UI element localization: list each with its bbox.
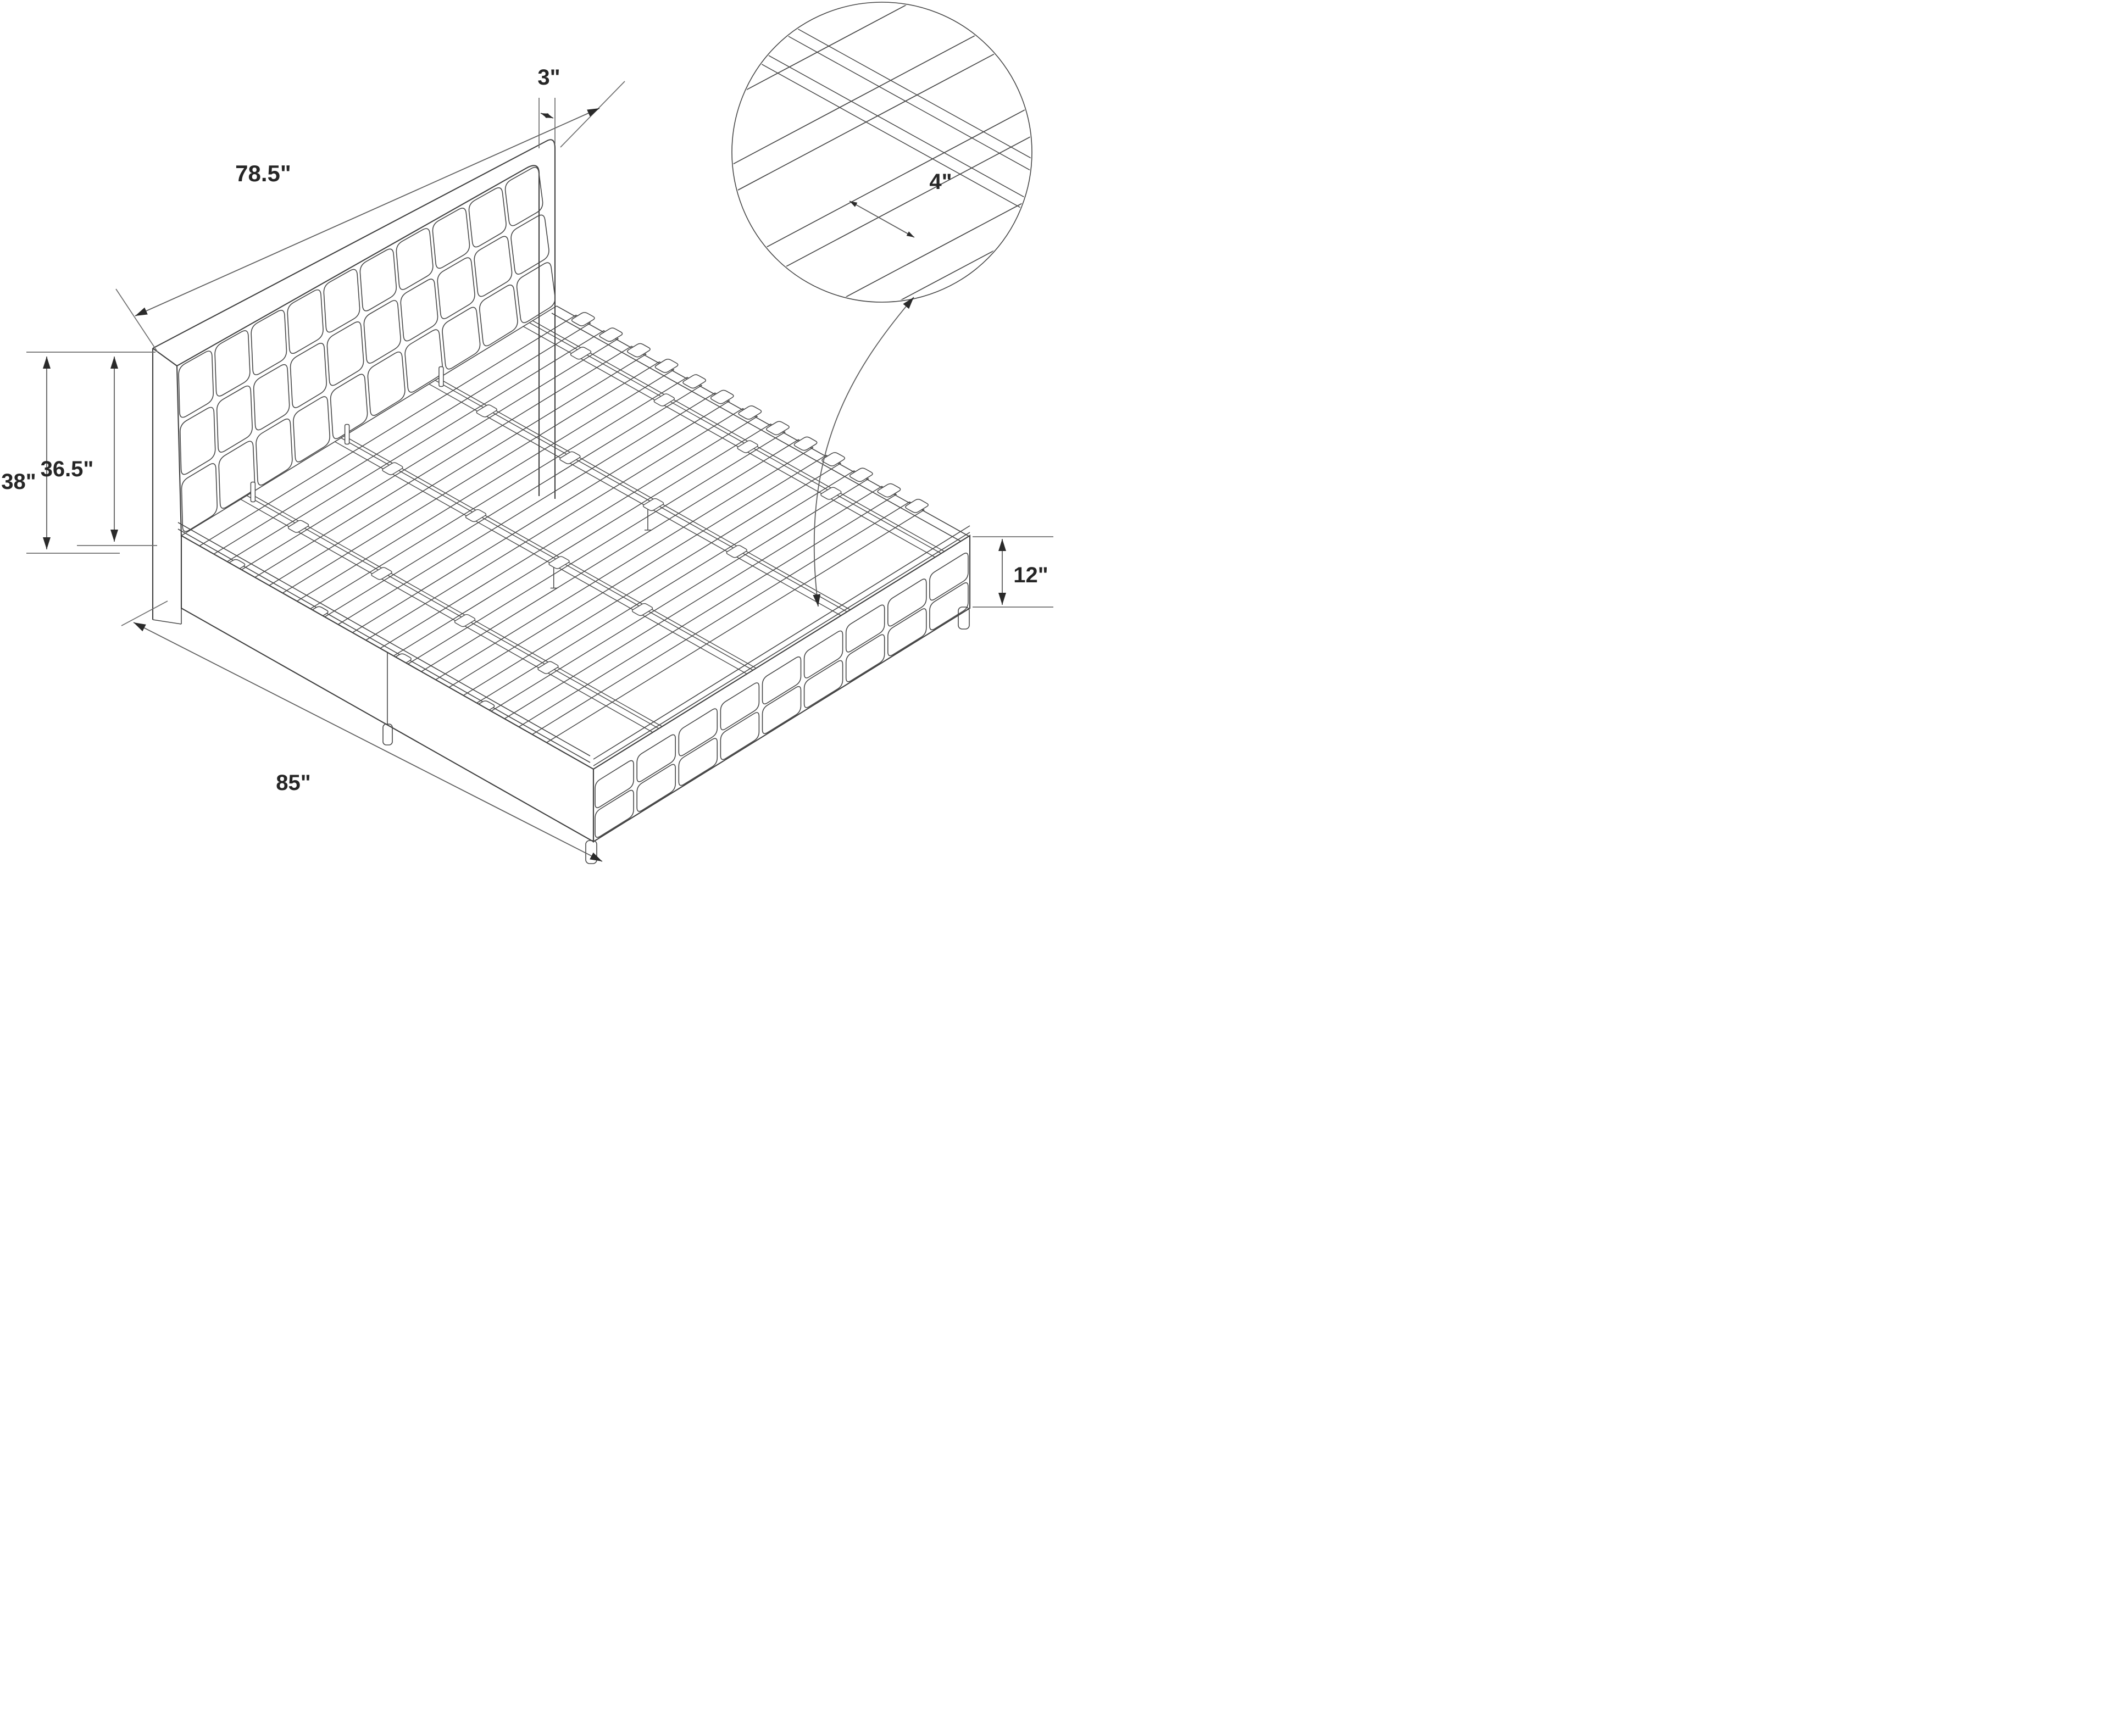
headboard-tuft bbox=[330, 374, 368, 439]
headboard-thickness-label: 3" bbox=[537, 65, 560, 90]
footboard-tuft bbox=[720, 712, 760, 760]
footboard-tuft bbox=[762, 656, 802, 705]
length-label: 85" bbox=[276, 771, 310, 795]
slat-end-cap bbox=[627, 343, 651, 358]
slat-end-cap bbox=[738, 405, 762, 420]
headboard-tuft bbox=[293, 396, 330, 463]
detail-slat bbox=[733, 3, 1031, 216]
support-rail bbox=[429, 383, 841, 616]
base-height-label: 12" bbox=[1013, 563, 1048, 587]
footboard-tuft bbox=[678, 708, 718, 756]
slat-end-cap bbox=[849, 468, 873, 482]
headboard-tuft bbox=[326, 321, 364, 386]
slat-end-cap bbox=[905, 499, 929, 513]
footboard-tuft bbox=[720, 682, 760, 731]
detail-slats bbox=[733, 3, 1031, 301]
headboard-tuft bbox=[216, 385, 253, 453]
headboard-tuft bbox=[404, 329, 443, 393]
footboard-tuft bbox=[887, 608, 927, 656]
headboard-left-edge bbox=[152, 348, 182, 620]
footboard-tuft bbox=[636, 764, 676, 812]
slat-detail-callout: 4" bbox=[731, 2, 1032, 303]
rail-connector bbox=[631, 603, 653, 616]
rail-pin bbox=[344, 424, 350, 445]
detail-circle bbox=[731, 2, 1032, 303]
headboard-height-label: 36.5" bbox=[41, 457, 94, 481]
headboard-tuft bbox=[253, 364, 290, 431]
headboard-tufting bbox=[178, 166, 556, 532]
rail-pin bbox=[250, 481, 256, 503]
slat-width-label: 4" bbox=[929, 170, 952, 194]
slat-end-cap bbox=[877, 483, 901, 498]
slat-end-cap bbox=[793, 436, 818, 451]
slat-end-cap bbox=[682, 374, 707, 389]
footboard-tufting bbox=[595, 553, 969, 838]
slat-end-cap bbox=[571, 311, 595, 326]
support-rail bbox=[438, 377, 851, 610]
headboard-tuft bbox=[516, 262, 556, 324]
dimensions: 78.5" 3" 38" 36.5" 85" 12" bbox=[1, 65, 1053, 862]
headboard-tuft bbox=[181, 463, 218, 532]
rail-connector bbox=[465, 509, 487, 522]
footboard-tuft bbox=[762, 686, 802, 735]
detail-slat bbox=[733, 3, 1031, 209]
slat-end-cap bbox=[766, 421, 790, 436]
diagram-canvas: 4" 78.5" 3" 38" 36.5" 85" 12" bbox=[1, 2, 1053, 864]
headboard-tuft bbox=[214, 330, 251, 397]
footboard-tuft bbox=[845, 634, 885, 682]
rail-connector bbox=[476, 404, 497, 418]
dim-headboard-width bbox=[135, 108, 600, 316]
rail-pin bbox=[438, 366, 444, 387]
headboard-tuft bbox=[179, 407, 216, 475]
footboard-tuft bbox=[803, 630, 843, 678]
left-ledge bbox=[177, 522, 591, 763]
footboard-tuft bbox=[929, 582, 969, 631]
detail-slat bbox=[733, 92, 1031, 301]
support-rail bbox=[334, 441, 747, 675]
slat-platform bbox=[177, 305, 970, 763]
rail-connector bbox=[653, 393, 675, 407]
footboard-face bbox=[592, 535, 971, 843]
detail-slat bbox=[733, 13, 1031, 287]
headboard-tuft bbox=[178, 350, 214, 418]
support-rail bbox=[340, 437, 753, 671]
footboard-tuft bbox=[636, 734, 676, 782]
rail-connector bbox=[726, 545, 747, 558]
dim-headboard-thickness bbox=[540, 113, 554, 119]
headboard-left-foot bbox=[152, 608, 182, 625]
detail-slat bbox=[733, 14, 1031, 248]
support-rail bbox=[435, 380, 847, 613]
footboard-tuft bbox=[929, 553, 969, 601]
dim-length bbox=[133, 622, 603, 862]
slat-end-cap bbox=[710, 390, 734, 404]
front-corner-leg bbox=[585, 840, 597, 864]
deck-head-edge bbox=[181, 305, 557, 536]
callout-leader-arrow bbox=[813, 297, 914, 607]
rail-connector bbox=[548, 556, 570, 569]
support-rail bbox=[343, 435, 757, 669]
rail-connector bbox=[737, 440, 758, 453]
rail-connector bbox=[371, 567, 392, 580]
total-height-label: 38" bbox=[1, 470, 36, 494]
footboard-tuft bbox=[678, 738, 718, 786]
headboard-tuft bbox=[218, 441, 256, 509]
rail-connector bbox=[559, 451, 581, 464]
headboard-front-edge bbox=[176, 165, 540, 496]
rail-connector bbox=[382, 462, 403, 475]
rail-connector bbox=[287, 520, 309, 533]
headboard-tuft bbox=[479, 285, 518, 347]
headboard-tuft bbox=[256, 418, 293, 486]
bed-dimension-diagram: 4" 78.5" 3" 38" 36.5" 85" 12" bbox=[0, 0, 1055, 868]
rail-connector bbox=[642, 498, 664, 511]
right-corner-leg bbox=[958, 607, 970, 630]
slat-end-cap bbox=[654, 358, 679, 373]
slat-end-cap bbox=[599, 327, 623, 342]
rail-connector bbox=[570, 347, 592, 360]
headboard-tuft bbox=[367, 351, 406, 416]
slat-width-arrow bbox=[849, 201, 915, 238]
headboard-tuft bbox=[290, 343, 327, 408]
footboard-tuft bbox=[803, 660, 843, 708]
headboard-width-label: 78.5" bbox=[235, 160, 291, 186]
headboard-tuft bbox=[442, 307, 481, 370]
